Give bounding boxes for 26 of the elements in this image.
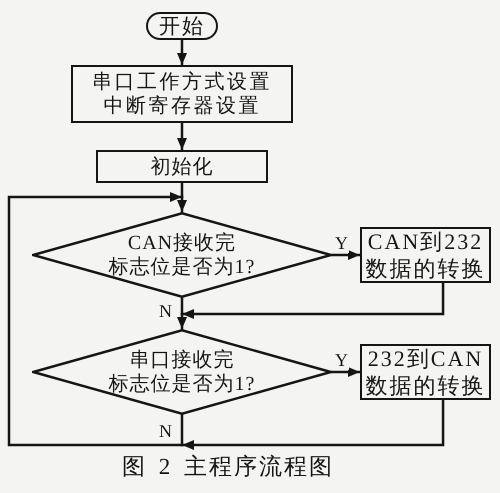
connector-line — [180, 182, 184, 198]
arrow — [177, 196, 187, 214]
terminal-label: 开始 — [159, 13, 205, 39]
question-text: CAN接收完标志位是否为1? — [108, 231, 256, 279]
step-label: 初始化 — [150, 154, 214, 178]
process-box — [96, 150, 268, 183]
arrow — [177, 122, 187, 152]
arrow — [180, 282, 444, 319]
step-label: 串口工作方式设置 — [92, 70, 272, 94]
decision-diamond — [32, 212, 332, 298]
step-label: 232到CAN数据的转换 — [364, 345, 486, 399]
start-terminal — [146, 12, 218, 40]
process-box — [71, 65, 293, 123]
arrow — [330, 250, 362, 260]
arrow — [177, 38, 187, 66]
arrow — [8, 192, 184, 446]
decision-diamond — [32, 329, 332, 415]
arrow — [330, 367, 362, 377]
question-text: 串口接收完标志位是否为1? — [108, 348, 256, 396]
step-label: 中断寄存器设置 — [103, 94, 261, 118]
connector-line — [180, 414, 184, 446]
arrow — [180, 398, 444, 450]
step-label: CAN到232数据的转换 — [364, 228, 486, 282]
figure-caption: 图 2 主程序流程图 — [122, 453, 334, 481]
connector-line — [180, 296, 184, 316]
arrow — [177, 312, 187, 330]
